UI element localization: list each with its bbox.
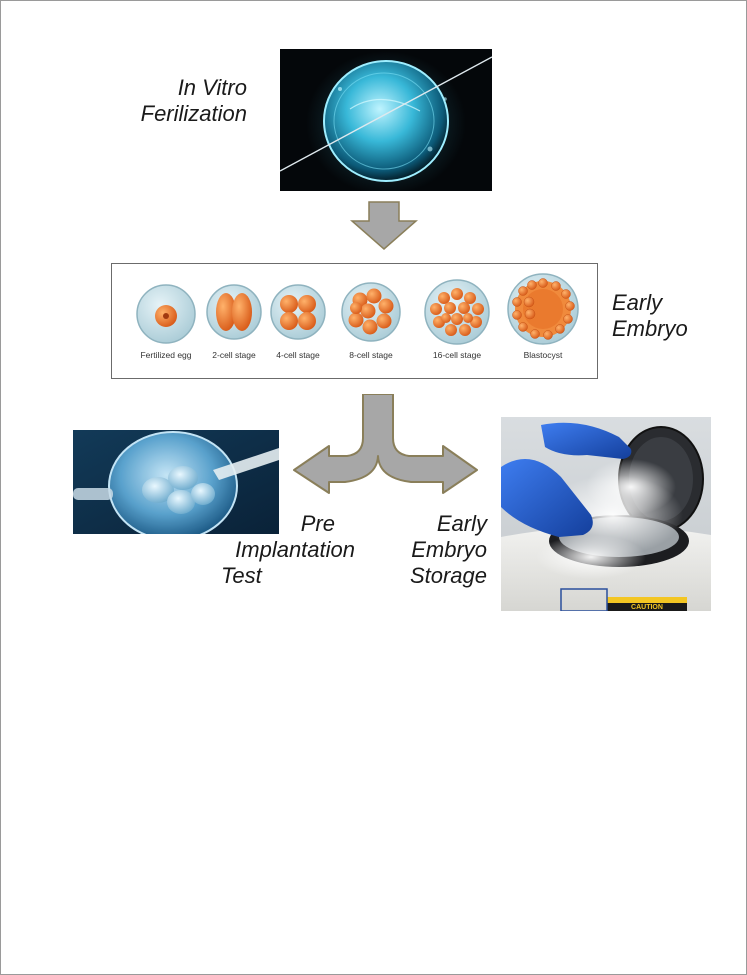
storage-label-line-2: Embryo bbox=[381, 537, 487, 563]
stage-4-cell bbox=[271, 285, 325, 339]
stage-2-cell bbox=[207, 285, 261, 339]
ivf-label-line-1: In Vitro bbox=[101, 75, 247, 101]
early-embryo-label-line-1: Early bbox=[612, 290, 722, 316]
ivf-label-line-2: Ferilization bbox=[101, 101, 247, 127]
pre-implantation-label-line-2: Implantation bbox=[201, 537, 355, 563]
pre-implantation-test-label: Pre Implantation Test bbox=[201, 511, 355, 589]
storage-label-line-1: Early bbox=[381, 511, 487, 537]
embryo-stages-illustration bbox=[112, 264, 597, 378]
pre-implantation-label-line-1: Pre bbox=[201, 511, 355, 537]
stage-fertilized-egg bbox=[137, 285, 195, 343]
down-arrow bbox=[349, 201, 419, 251]
ivf-label: In Vitro Ferilization bbox=[101, 75, 247, 127]
embryo-storage-image: CAUTION bbox=[501, 417, 711, 611]
embryo-storage-label: Early Embryo Storage bbox=[381, 511, 487, 589]
early-embryo-label: Early Embryo bbox=[612, 290, 722, 342]
early-embryo-label-line-2: Embryo bbox=[612, 316, 722, 342]
storage-label-line-3: Storage bbox=[381, 563, 487, 589]
pre-implantation-label-line-3: Test bbox=[201, 563, 355, 589]
stage-8-cell bbox=[342, 283, 400, 341]
ivf-egg-image bbox=[280, 49, 492, 191]
stage-caption: 8-cell stage bbox=[349, 350, 392, 360]
stage-caption: Blastocyst bbox=[524, 350, 563, 360]
stage-caption: 4-cell stage bbox=[276, 350, 319, 360]
caution-label: CAUTION bbox=[631, 604, 663, 611]
stage-caption: 2-cell stage bbox=[212, 350, 255, 360]
stage-caption: Fertilized egg bbox=[140, 350, 191, 360]
stage-16-cell bbox=[425, 280, 489, 344]
stage-caption: 16-cell stage bbox=[433, 350, 481, 360]
split-arrow bbox=[291, 394, 481, 498]
stage-blastocyst bbox=[508, 274, 578, 344]
embryo-stages-panel: Fertilized egg 2-cell stage 4-cell stage… bbox=[111, 263, 598, 379]
